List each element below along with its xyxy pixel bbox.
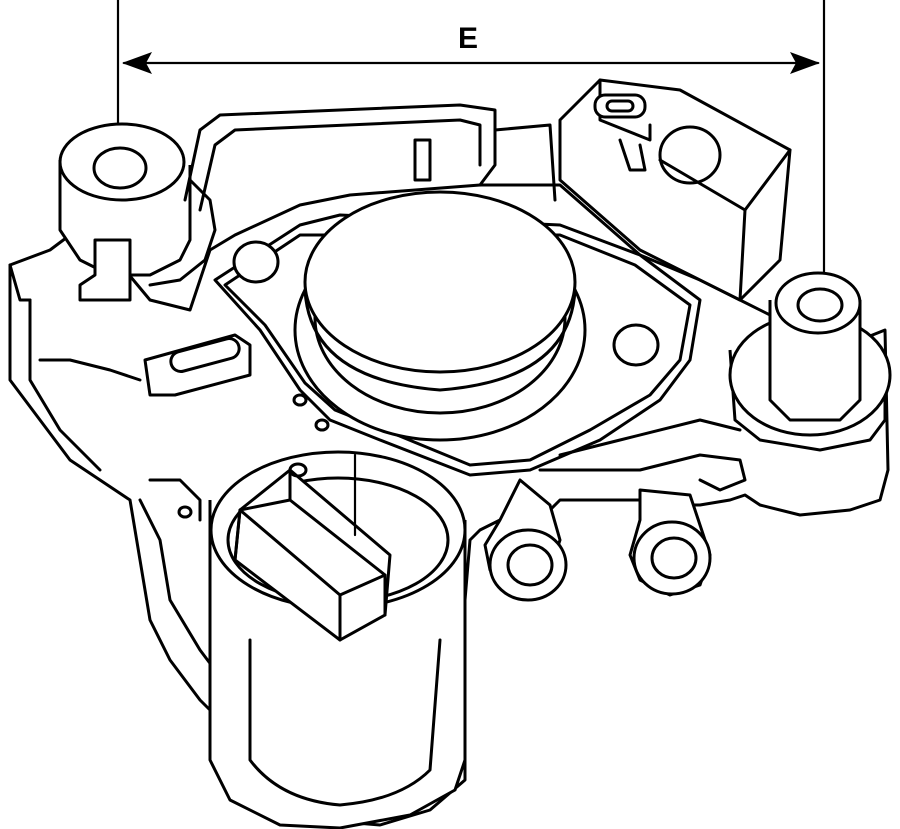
center-plate <box>213 190 702 477</box>
top-right-connector <box>558 78 792 302</box>
dimension-arrow-right <box>790 52 820 74</box>
top-left-post <box>58 122 217 287</box>
upper-bracket <box>183 103 557 212</box>
dimension-label: E <box>458 22 479 55</box>
ring-terminals <box>483 418 747 602</box>
detail-marks <box>148 393 330 522</box>
left-terminal-tab <box>78 238 252 397</box>
brush-holder <box>208 450 467 829</box>
right-post <box>728 271 892 452</box>
dimension-arrow-left <box>122 52 152 74</box>
